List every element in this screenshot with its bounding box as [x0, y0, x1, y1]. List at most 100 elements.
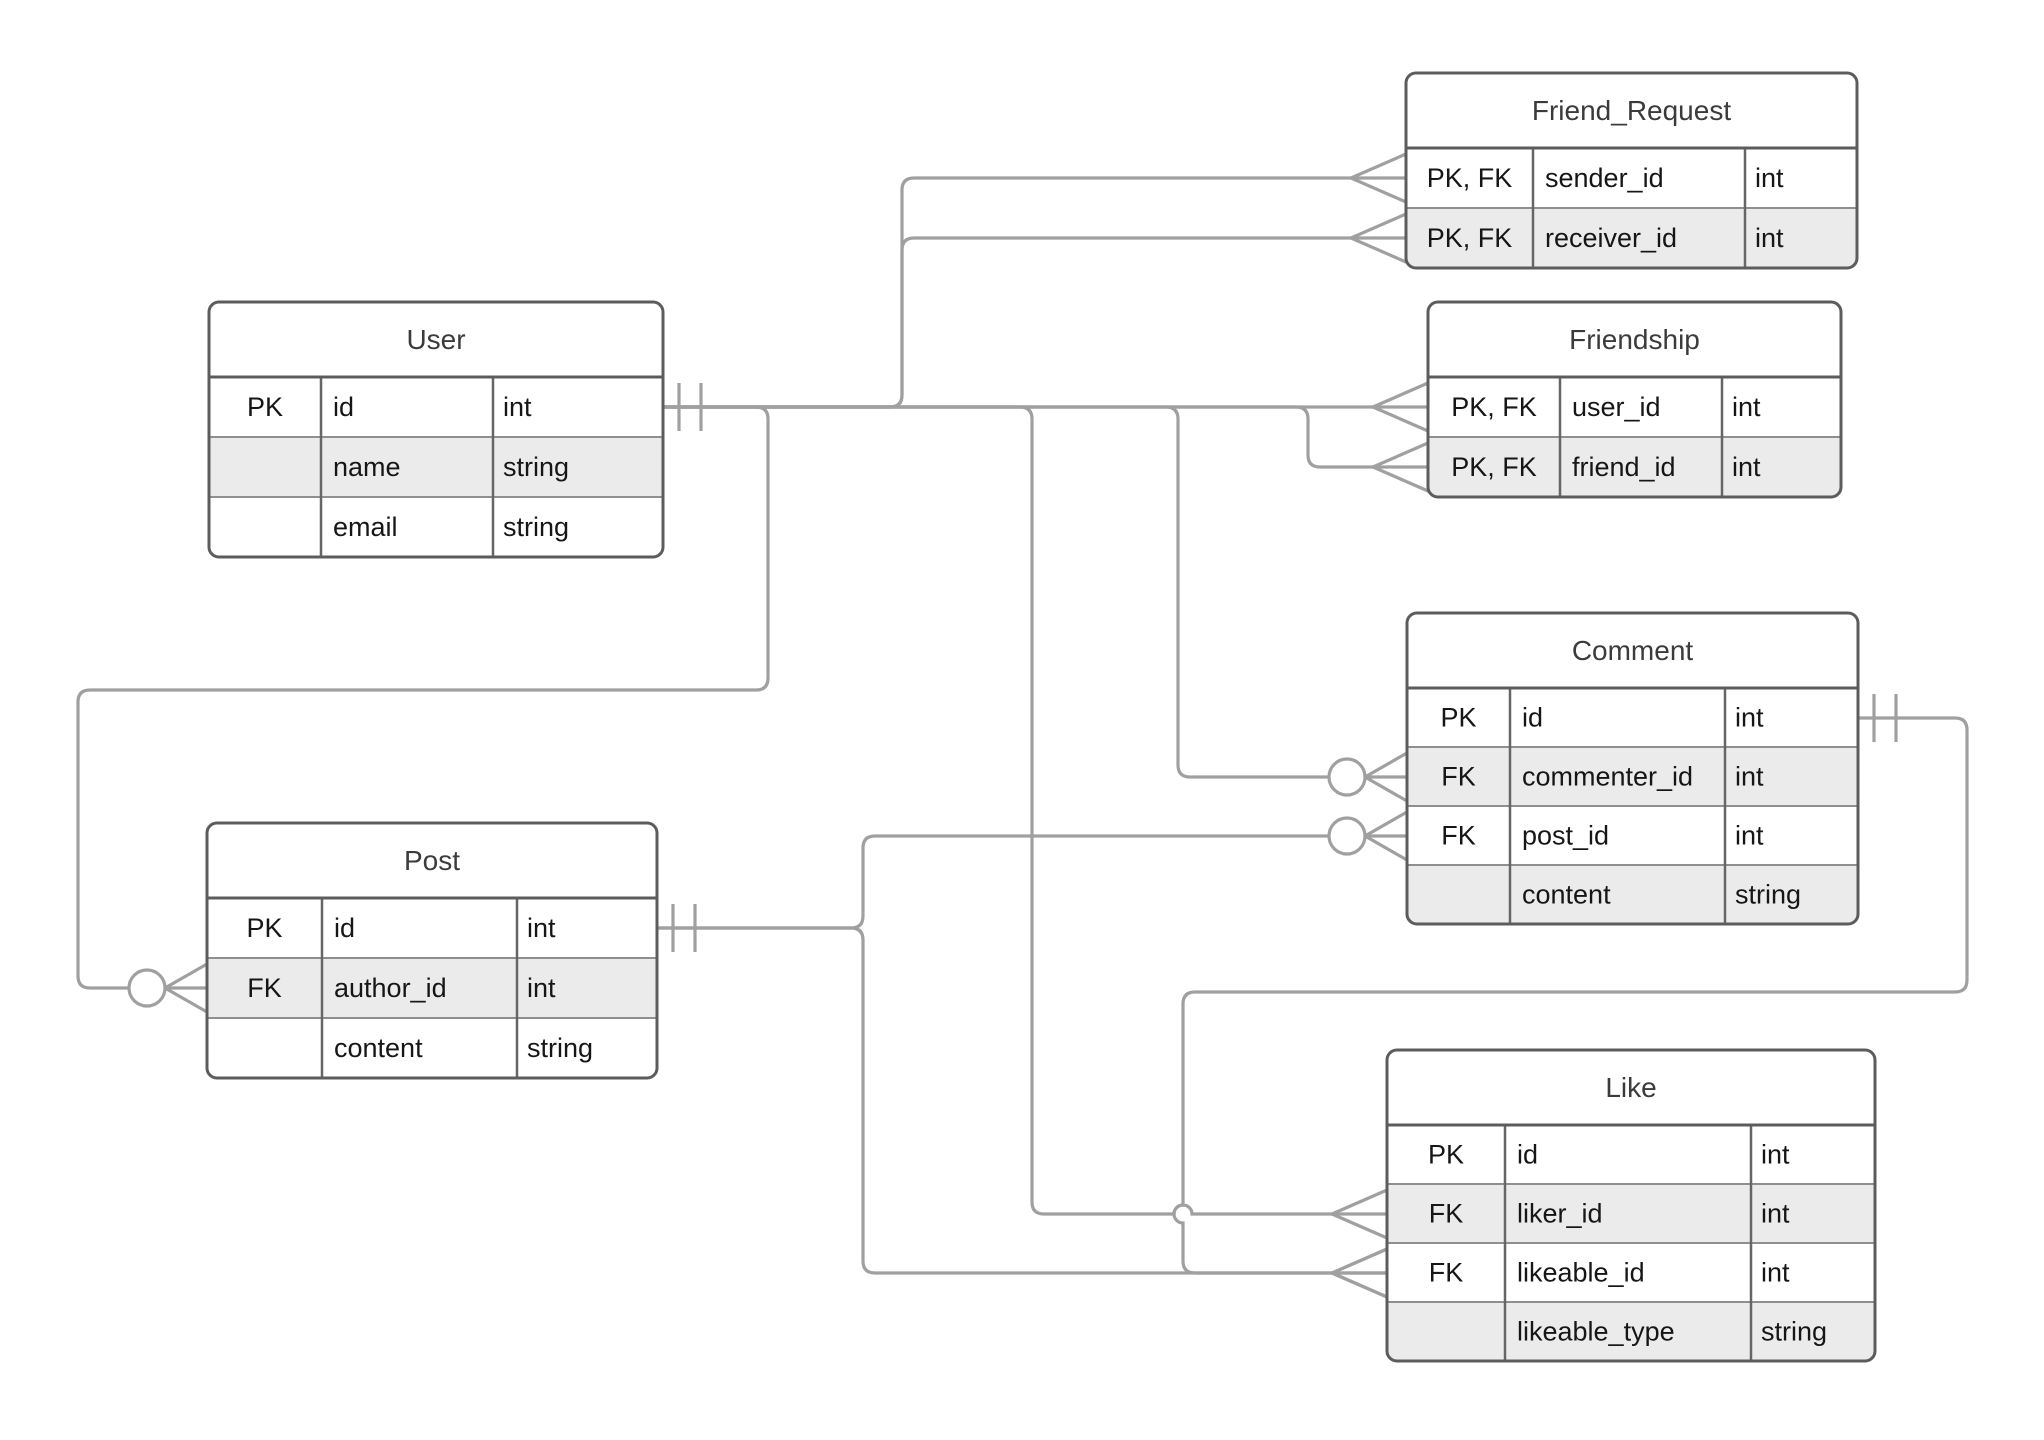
- cell-attribute: likeable_type: [1517, 1317, 1675, 1347]
- cell-type: int: [503, 392, 532, 422]
- table-body: [1428, 302, 1841, 497]
- cell-type: string: [527, 1033, 593, 1063]
- cell-attribute: name: [333, 452, 401, 482]
- table-title: Comment: [1572, 635, 1694, 666]
- crow-foot-marker: [1330, 1188, 1389, 1240]
- table-frame[interactable]: [1426, 300, 1843, 499]
- table-background: [207, 823, 657, 1078]
- edges-layer: [76, 152, 1969, 1299]
- zero-circle-marker: [127, 968, 167, 1008]
- table-frame[interactable]: [205, 821, 659, 1080]
- cell-type: int: [527, 913, 556, 943]
- cell-type: int: [1761, 1258, 1790, 1288]
- edge-user-id-to-like-liker-id[interactable]: [661, 405, 1389, 1240]
- edge-line[interactable]: [661, 405, 1389, 1216]
- edge-user-id-to-friend-request-receiver-id[interactable]: [661, 212, 1408, 409]
- cell-key: FK: [1429, 1258, 1464, 1288]
- cell-attribute: likeable_id: [1517, 1258, 1645, 1288]
- table-body: [1387, 1050, 1875, 1361]
- crow-foot-marker: [1371, 381, 1430, 433]
- cell-attribute: content: [334, 1033, 423, 1063]
- row-shade: [1387, 1184, 1875, 1243]
- cell-key: FK: [1429, 1199, 1464, 1229]
- cell-type: int: [1755, 163, 1784, 193]
- crow-foot-marker: [1330, 1247, 1389, 1299]
- edge-line[interactable]: [661, 405, 1430, 469]
- zero-circle-marker: [1327, 757, 1367, 797]
- cell-key: FK: [247, 973, 282, 1003]
- table-title: Post: [404, 845, 460, 876]
- cell-type: int: [1732, 392, 1761, 422]
- cell-attribute: id: [1522, 703, 1543, 733]
- cell-type: string: [503, 512, 569, 542]
- cell-key: PK: [247, 392, 283, 422]
- cell-attribute: author_id: [334, 973, 447, 1003]
- cell-type: int: [1761, 1140, 1790, 1170]
- edge-user-id-to-friend-request-sender-id[interactable]: [661, 152, 1408, 409]
- row-shade: [1407, 865, 1858, 924]
- table-body: [1407, 613, 1858, 924]
- table-body: [207, 823, 657, 1078]
- edge-user-id-to-comment-commenter-id[interactable]: [661, 405, 1409, 803]
- cell-attribute: sender_id: [1545, 163, 1664, 193]
- cell-attribute: receiver_id: [1545, 223, 1677, 253]
- cell-type: int: [1735, 703, 1764, 733]
- edge-line[interactable]: [661, 236, 1408, 409]
- crow-foot-marker: [1349, 152, 1408, 204]
- cell-attribute: friend_id: [1572, 452, 1676, 482]
- crow-foot-marker: [1363, 810, 1409, 862]
- table-background: [209, 302, 663, 557]
- crow-foot-marker: [1363, 751, 1409, 803]
- edge-line[interactable]: [76, 405, 770, 990]
- cell-type: int: [527, 973, 556, 1003]
- table-title: Friend_Request: [1532, 95, 1731, 126]
- cell-attribute: liker_id: [1517, 1199, 1603, 1229]
- cell-type: int: [1761, 1199, 1790, 1229]
- table-frame[interactable]: [207, 300, 665, 559]
- crow-foot-marker: [1349, 212, 1408, 264]
- edge-user-id-to-post-author-id[interactable]: [76, 405, 770, 1014]
- cell-attribute: content: [1522, 880, 1611, 910]
- zero-circle-marker: [1327, 816, 1367, 856]
- edge-post-id-to-like-likeable-id[interactable]: [655, 926, 1389, 1299]
- edge-line[interactable]: [655, 834, 1331, 930]
- cell-key: PK: [1440, 703, 1476, 733]
- row-shade: [1387, 1302, 1875, 1361]
- edge-line[interactable]: [661, 405, 1331, 779]
- edge-line[interactable]: [661, 176, 1408, 409]
- cell-type: string: [503, 452, 569, 482]
- cell-key: PK, FK: [1427, 163, 1513, 193]
- cell-attribute: id: [1517, 1140, 1538, 1170]
- edge-line[interactable]: [1172, 716, 1969, 1275]
- table-frame[interactable]: [1404, 71, 1859, 270]
- table-frame[interactable]: [1385, 1048, 1877, 1363]
- row-shade: [1428, 437, 1841, 497]
- edge-user-id-to-friendship-friend-id[interactable]: [661, 405, 1430, 493]
- row-shade: [1406, 208, 1857, 268]
- row-shade: [207, 958, 657, 1018]
- crow-foot-marker: [163, 962, 209, 1014]
- cell-attribute: email: [333, 512, 398, 542]
- table-body: [209, 302, 663, 557]
- cell-key: FK: [1441, 821, 1476, 851]
- cell-attribute: id: [334, 913, 355, 943]
- cell-type: int: [1735, 821, 1764, 851]
- table-title: User: [406, 324, 465, 355]
- cell-key: PK, FK: [1427, 223, 1513, 253]
- table-title: Like: [1605, 1072, 1656, 1103]
- row-shade: [209, 437, 663, 497]
- cell-type: int: [1732, 452, 1761, 482]
- table-frame[interactable]: [1405, 611, 1860, 926]
- cell-key: PK, FK: [1451, 452, 1537, 482]
- edge-comment-id-to-like-likeable-id[interactable]: [1172, 694, 1969, 1299]
- edge-line[interactable]: [655, 926, 1389, 1275]
- row-shade: [1407, 747, 1858, 806]
